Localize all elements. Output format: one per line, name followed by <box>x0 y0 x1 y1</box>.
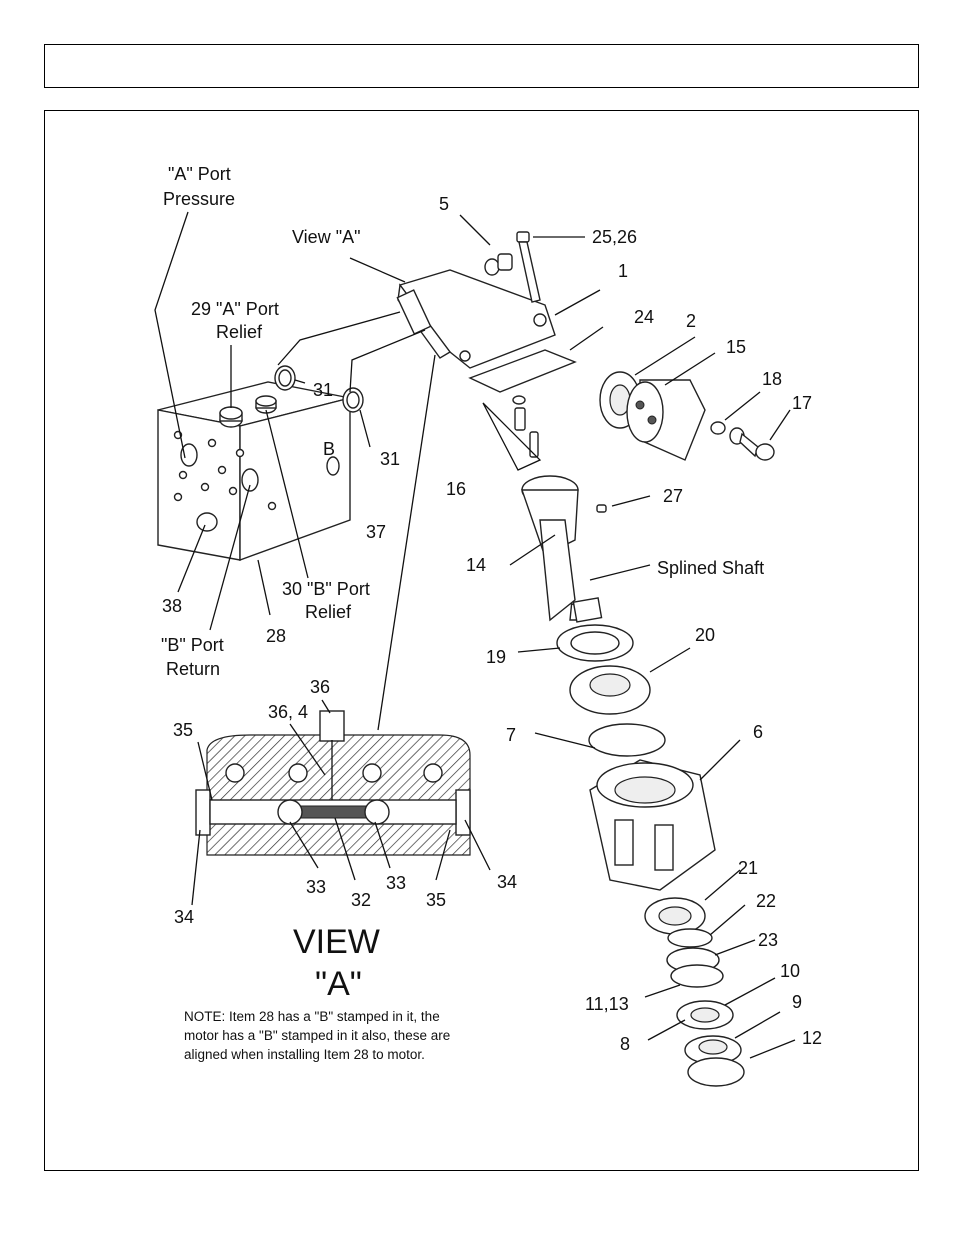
label-splined-shaft: Splined Shaft <box>657 558 764 578</box>
label-33a: 33 <box>306 877 326 897</box>
label-a-port-pressure-1: "A" Port <box>168 164 231 184</box>
label-23: 23 <box>758 930 778 950</box>
snap-ring-22 <box>667 928 713 948</box>
label-2: 2 <box>686 311 696 331</box>
label-21: 21 <box>738 858 758 878</box>
label-16: 16 <box>446 479 466 499</box>
seal-11-13 <box>670 964 724 988</box>
section-view-a <box>195 710 471 856</box>
bearing-race-20 <box>569 665 651 715</box>
label-a-port-pressure-2: Pressure <box>163 189 235 209</box>
label-25-26: 25,26 <box>592 227 637 247</box>
label-view-a: View "A" <box>292 227 360 247</box>
label-17: 17 <box>792 393 812 413</box>
label-29: 29 "A" Port <box>191 299 279 319</box>
label-6: 6 <box>753 722 763 742</box>
bearing-19 <box>556 624 634 662</box>
label-8: 8 <box>620 1034 630 1054</box>
label-37: 37 <box>366 522 386 542</box>
label-5: 5 <box>439 194 449 214</box>
label-38: 38 <box>162 596 182 616</box>
label-28: 28 <box>266 626 286 646</box>
label-33b: 33 <box>386 873 406 893</box>
label-31a: 31 <box>313 380 333 400</box>
label-1: 1 <box>618 261 628 281</box>
label-7: 7 <box>506 725 516 745</box>
shaft-14 <box>521 475 607 623</box>
label-32: 32 <box>351 890 371 910</box>
label-35a: 35 <box>173 720 193 740</box>
header-box <box>44 44 919 88</box>
label-36-4: 36, 4 <box>268 702 308 722</box>
label-29-relief: Relief <box>216 322 263 342</box>
label-12: 12 <box>802 1028 822 1048</box>
leader-lines <box>154 211 796 1059</box>
label-b-mark: B <box>323 439 335 459</box>
label-10: 10 <box>780 961 800 981</box>
check-valve-stack-16 <box>482 395 542 471</box>
housing-6 <box>589 759 716 891</box>
note-line-1: NOTE: Item 28 has a "B" stamped in it, t… <box>184 1009 440 1024</box>
view-title-line2: "A" <box>315 965 362 1003</box>
label-20: 20 <box>695 625 715 645</box>
note-line-3: aligned when installing Item 28 to motor… <box>184 1047 425 1062</box>
label-9: 9 <box>792 992 802 1012</box>
label-34b: 34 <box>497 872 517 892</box>
label-18: 18 <box>762 369 782 389</box>
manifold-block <box>157 381 351 561</box>
view-title-line1: VIEW <box>293 923 380 961</box>
label-14: 14 <box>466 555 486 575</box>
label-24: 24 <box>634 307 654 327</box>
ring-12 <box>687 1057 745 1087</box>
label-27: 27 <box>663 486 683 506</box>
label-30-relief: Relief <box>305 602 352 622</box>
label-19: 19 <box>486 647 506 667</box>
label-b-port-return-2: Return <box>166 659 220 679</box>
label-34a: 34 <box>174 907 194 927</box>
rotor-group <box>599 371 775 461</box>
label-15: 15 <box>726 337 746 357</box>
label-36: 36 <box>310 677 330 697</box>
label-22: 22 <box>756 891 776 911</box>
note-line-2: motor has a "B" stamped in it also, thes… <box>184 1028 450 1043</box>
cover-assembly <box>396 231 577 393</box>
o-ring-7 <box>588 723 666 757</box>
diagram-frame <box>44 110 919 1171</box>
label-31b: 31 <box>380 449 400 469</box>
labels: "A" Port Pressure View "A" 29 "A" Port R… <box>161 164 822 1062</box>
label-b-port-return-1: "B" Port <box>161 635 224 655</box>
label-30: 30 "B" Port <box>282 579 370 599</box>
label-35b: 35 <box>426 890 446 910</box>
label-11-13: 11,13 <box>585 994 629 1014</box>
